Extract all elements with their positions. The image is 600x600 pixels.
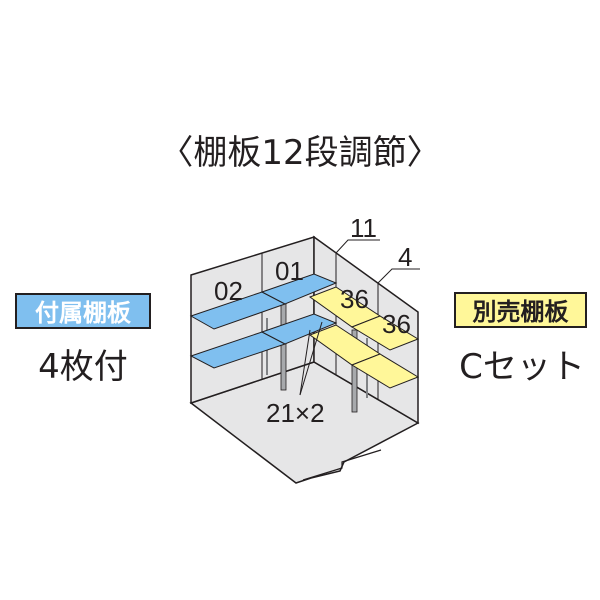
included-shelf-upper-01 — [260, 273, 338, 305]
label-02: 02 — [214, 276, 243, 306]
optional-shelves-badge: 別売棚板 — [454, 292, 587, 328]
label-11: 11 — [350, 213, 377, 243]
door-threshold — [302, 449, 382, 481]
label-4: 4 — [398, 242, 412, 272]
label-36-a: 36 — [340, 284, 369, 314]
post-left — [280, 301, 287, 391]
included-shelves-badge: 付属棚板 — [15, 293, 151, 329]
included-shelf-lower-01 — [260, 313, 338, 345]
optional-shelf-upper-b — [350, 315, 420, 351]
label-01: 01 — [275, 256, 304, 286]
leader-4 — [377, 268, 420, 284]
post-right — [351, 329, 358, 413]
leader-11 — [335, 239, 380, 254]
optional-shelf-lower-b — [350, 353, 420, 389]
included-shelves-count: 4枚付 — [38, 347, 128, 387]
label-21x2: 21×2 — [266, 398, 325, 428]
optional-shelves-set: Cセット — [459, 347, 585, 387]
page-title: 〈棚板12段調節〉 — [159, 133, 441, 173]
label-36-b: 36 — [382, 309, 411, 339]
